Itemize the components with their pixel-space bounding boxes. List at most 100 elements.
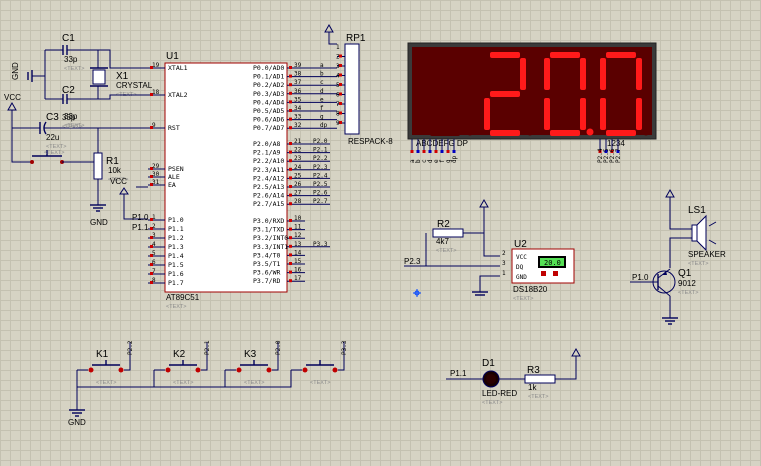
- u1-rpin-num-10: 10: [294, 215, 302, 222]
- display-pin-marker-9: [604, 150, 608, 153]
- display-pin-net-3: d: [427, 159, 434, 163]
- reset-button[interactable]: <TEXT>: [24, 150, 98, 164]
- u1-rpin-name-13: P3.3/INT1: [253, 243, 288, 251]
- key-text-3: <TEXT>: [310, 380, 330, 386]
- key-wire-right-2: [272, 342, 279, 371]
- c2-ref: C2: [62, 85, 75, 96]
- rp1-pin-num-1: 1: [336, 44, 340, 51]
- u1-pin-marker-7: [150, 272, 153, 275]
- x1-crystal[interactable]: X1 CRYSTAL <TEXT>: [90, 67, 153, 98]
- digit-4-segment-a: [606, 52, 636, 58]
- key-net-2: P2.0: [275, 340, 282, 355]
- r1-ref: R1: [106, 156, 119, 167]
- c1-capacitor[interactable]: C1 33p <TEXT>: [45, 33, 90, 72]
- u1-rpin-name-33: P0.6/AD6: [253, 116, 284, 124]
- u1-pin-num-5: 5: [152, 250, 156, 257]
- u1-p10-net: P1.0: [132, 213, 149, 222]
- digit-4-segment-f: [600, 58, 606, 90]
- key-wire-right-3: [338, 342, 345, 371]
- u1-pin-marker-5: [150, 254, 153, 257]
- display-pin-net-0: a: [409, 159, 416, 163]
- u1-rpin-num-39: 39: [294, 62, 302, 69]
- d1-led[interactable]: D1 LED-RED <TEXT>: [482, 358, 517, 406]
- digit-3-segment-f: [544, 58, 550, 90]
- u2-part: DS18B20: [513, 285, 548, 294]
- u1-pin-name-18: XTAL2: [168, 91, 188, 99]
- u1-rpin-num-35: 35: [294, 96, 302, 103]
- digit-2-segment-a: [490, 52, 520, 58]
- key-text-1: <TEXT>: [173, 380, 193, 386]
- u1-rpin-name-15: P3.5/T1: [253, 260, 280, 268]
- u1-pin-marker-1: [150, 218, 153, 221]
- u2-ds18b20[interactable]: U2 2 3 1 VCC DQ GND 20.0 DS18B20 <TEXT>: [502, 239, 575, 302]
- digit-3-segment-e: [544, 98, 550, 130]
- key-k4[interactable]: P3.3<TEXT>: [225, 340, 348, 388]
- c2-capacitor[interactable]: C2 33p <TEXT>: [45, 85, 90, 129]
- u1-net-label-23: P2.2: [313, 155, 328, 162]
- u1-rpin-name-22: P2.1/A9: [253, 149, 280, 157]
- u1-pin-marker-4: [150, 245, 153, 248]
- u1-rpin-marker-34: [289, 109, 292, 112]
- d1-ref: D1: [482, 358, 495, 369]
- u1-rpin-marker-32: [289, 126, 292, 130]
- display-pin-net-11: P2.7: [615, 148, 622, 163]
- u1-rpin-marker-26: [289, 185, 292, 188]
- u1-ref: U1: [166, 51, 179, 62]
- q1-text: <TEXT>: [678, 290, 698, 296]
- u1-rpin-name-11: P3.1/TXD: [253, 226, 284, 234]
- u1-net-label-22: P2.1: [313, 147, 328, 154]
- c2-value: 33p: [64, 112, 78, 121]
- u1-rpin-name-39: P0.0/AD0: [253, 64, 284, 72]
- u1-rpin-name-12: P3.2/INT0: [253, 234, 288, 242]
- digit-2-segment-g: [490, 91, 520, 97]
- u1-rpin-name-24: P2.3/A11: [253, 166, 284, 174]
- display-pin-net-4: e: [433, 159, 440, 163]
- d1-part: LED-RED: [482, 389, 517, 398]
- digit-1-segment-d: [430, 130, 460, 136]
- display-pin-marker-8: [598, 150, 602, 153]
- ls1-part: SPEAKER: [688, 250, 726, 259]
- u1-rpin-name-27: P2.6/A14: [253, 192, 284, 200]
- rp1-pin-num-8: 8: [336, 111, 340, 118]
- q1-transistor[interactable]: Q1 9012 <TEXT>: [652, 268, 698, 297]
- u1-rpin-name-28: P2.7/A15: [253, 200, 284, 208]
- ls1-text: <TEXT>: [688, 261, 708, 267]
- c2-text: <TEXT>: [64, 123, 84, 129]
- digit-1-segment-f: [424, 58, 430, 90]
- r3-resistor[interactable]: R3 1k <TEXT>: [524, 365, 556, 400]
- u1-rpin-name-23: P2.2/A10: [253, 157, 284, 165]
- key-k1[interactable]: P2.2K1<TEXT>: [77, 340, 134, 386]
- u1-pin-marker-30: [150, 175, 153, 178]
- u1-pin-name-5: P1.4: [168, 252, 184, 260]
- q1-net: P1.0: [632, 273, 649, 282]
- u1-rpin-num-28: 28: [294, 198, 302, 205]
- u2-pin-2-num: 2: [502, 250, 506, 257]
- u1-rpin-marker-10: [289, 219, 292, 222]
- u1-net-label-32: dp: [320, 122, 328, 129]
- u1-pin-name-29: PSEN: [168, 165, 184, 173]
- gnd-label-keys: GND: [68, 418, 86, 427]
- u1-rpin-marker-11: [289, 227, 292, 231]
- key-ref-1: K2: [173, 349, 186, 360]
- u1-pin-num-2: 2: [152, 223, 156, 230]
- c1-ref: C1: [62, 33, 75, 44]
- u1-net-label-34: f: [320, 105, 324, 112]
- u1-part: AT89C51: [166, 293, 200, 302]
- digit-3-segment-g: [550, 91, 580, 97]
- c3-capacitor[interactable]: C3 22u <TEXT>: [39, 112, 148, 150]
- r2-resistor[interactable]: R2 4k7 <TEXT>: [432, 219, 464, 254]
- digit-3-segment-a: [550, 52, 580, 58]
- u1-text: <TEXT>: [166, 304, 186, 310]
- r2-ref: R2: [437, 219, 450, 230]
- u1-rpin-marker-37: [289, 83, 292, 87]
- u1-net-label-35: e: [320, 96, 324, 103]
- key-wire-right-0: [124, 342, 131, 371]
- u1-rpin-name-38: P0.1/AD1: [253, 73, 284, 81]
- u1-pin-marker-8: [150, 281, 153, 284]
- u1-pin-num-30: 30: [152, 171, 160, 178]
- ls1-speaker[interactable]: LS1 SPEAKER <TEXT>: [688, 205, 726, 267]
